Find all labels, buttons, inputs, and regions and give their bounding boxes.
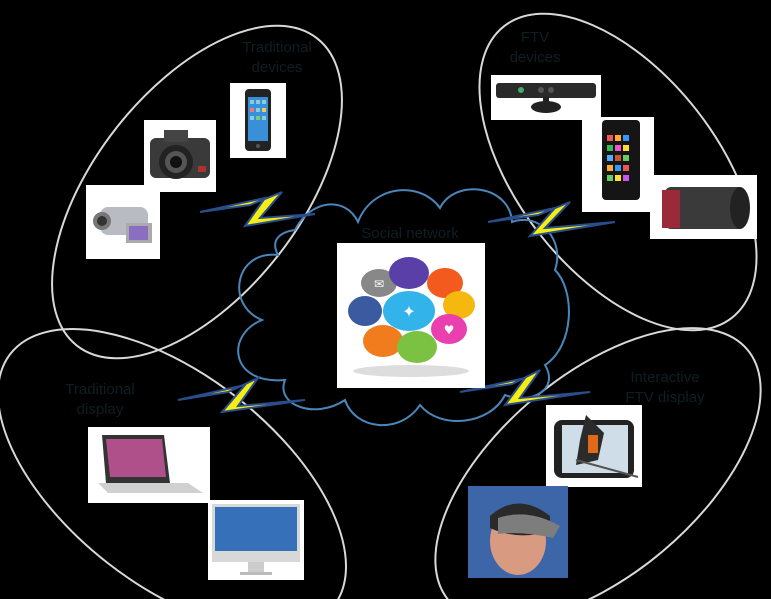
- svg-text:♥: ♥: [444, 323, 455, 337]
- wifi-bubble: [363, 325, 403, 357]
- user-bubble: [348, 296, 382, 326]
- leaf-bubble: [427, 268, 463, 298]
- camcorder-image: [86, 185, 160, 259]
- chat-bubble: [443, 291, 475, 319]
- lightning-bolt-icon: [199, 191, 316, 228]
- label-line: Interactive: [630, 369, 700, 386]
- mail-bubble: [361, 269, 397, 297]
- twitter-bubble: [383, 291, 435, 331]
- svg-text:✦: ✦: [402, 302, 415, 321]
- label-line: Traditional: [65, 381, 135, 398]
- tablet-image: [582, 117, 654, 212]
- heart-bubble: [431, 314, 467, 344]
- head-mounted-display-image: [468, 486, 568, 578]
- speech-bubble: [397, 331, 437, 363]
- label-line: Traditional: [242, 39, 312, 56]
- label-line: FTV display: [625, 389, 705, 406]
- 3d-tablet-display-image: [546, 405, 642, 487]
- label-line: devices: [251, 59, 303, 76]
- svg-text:✉: ✉: [374, 277, 384, 291]
- group-label-interactive-ftv-display: Interactive FTV display: [605, 368, 725, 408]
- social-network-image: ✦ ♥ ✉: [337, 243, 485, 388]
- depth-sensor-image: [491, 75, 601, 120]
- label-line: display: [76, 401, 124, 418]
- smartphone-image: [230, 83, 286, 158]
- lightning-bolt-icon: [487, 201, 616, 238]
- group-label-traditional-devices: Traditional devices: [222, 38, 332, 78]
- group-label-ftv-devices: FTV devices: [480, 28, 590, 68]
- center-label: Social network: [361, 225, 459, 242]
- light-field-camera-image: [650, 175, 757, 239]
- label-line: devices: [509, 49, 561, 66]
- cloud-outline: [237, 188, 570, 427]
- desktop-monitor-image: [208, 500, 304, 580]
- lightning-bolt-icon: [459, 369, 591, 407]
- label-line: FTV: [520, 29, 550, 46]
- like-bubble: [389, 257, 429, 289]
- laptop-image: [88, 427, 210, 503]
- lightning-bolt-icon: [177, 375, 306, 414]
- group-label-traditional-display: Traditional display: [45, 380, 155, 420]
- dslr-camera-image: [144, 120, 216, 192]
